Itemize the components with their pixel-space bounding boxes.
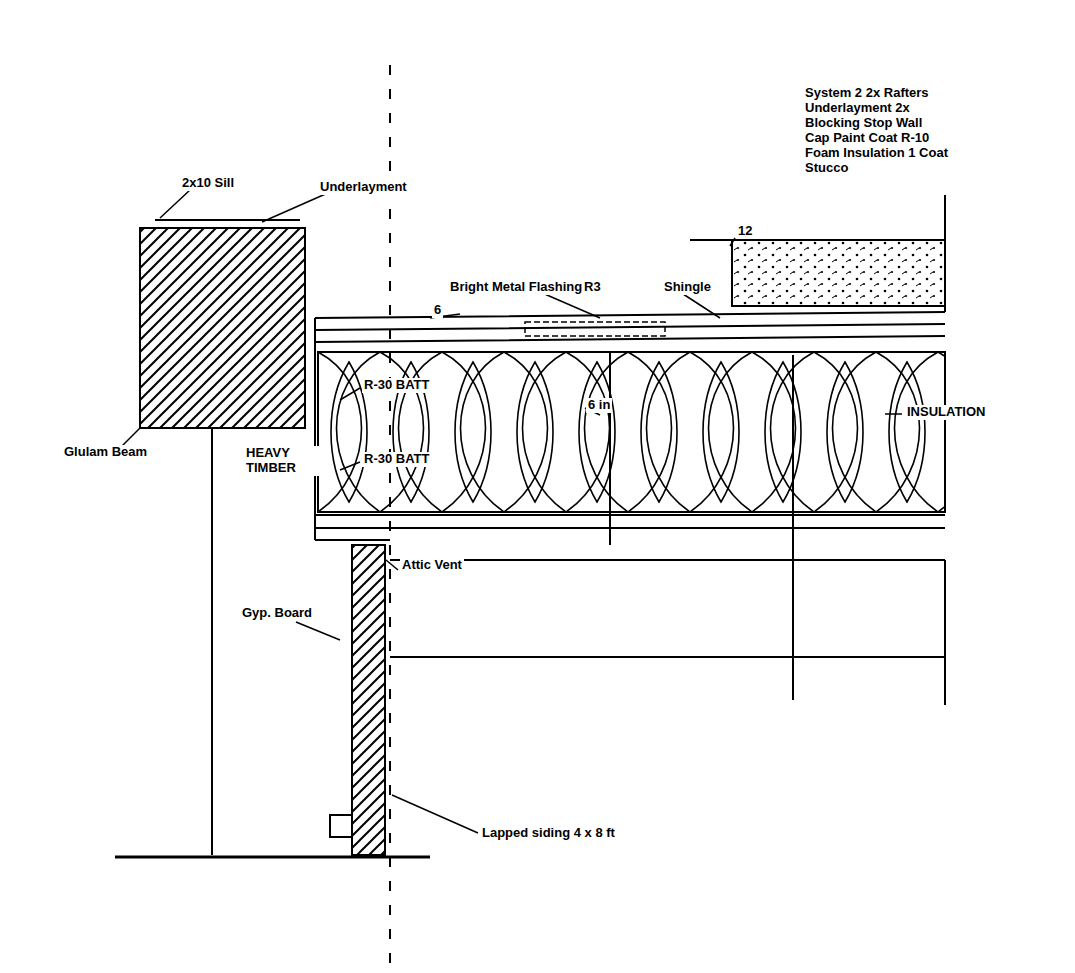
part-label: R-30 BATT <box>362 378 431 393</box>
part-label: System 2 2x Rafters Underlayment 2x Bloc… <box>803 86 952 176</box>
part-label: Gyp. Board <box>240 606 314 621</box>
part-label: R-30 BATT <box>362 452 431 467</box>
part-label: INSULATION <box>905 405 987 420</box>
part-label: Attic Vent <box>400 558 464 573</box>
part-label: Glulam Beam <box>62 445 149 460</box>
part-label: 2x10 Sill <box>180 176 236 191</box>
part-label: Shingle <box>662 280 713 295</box>
part-label: Underlayment <box>318 180 409 195</box>
part-label: 12 <box>736 224 754 239</box>
part-label: 6 <box>432 303 443 318</box>
part-label: Bright Metal Flashing <box>448 280 584 295</box>
part-label: Lapped siding 4 x 8 ft <box>480 826 617 841</box>
part-label: R3 <box>582 280 603 295</box>
part-label: HEAVY TIMBER <box>244 446 328 476</box>
part-label: 6 in <box>586 398 612 413</box>
